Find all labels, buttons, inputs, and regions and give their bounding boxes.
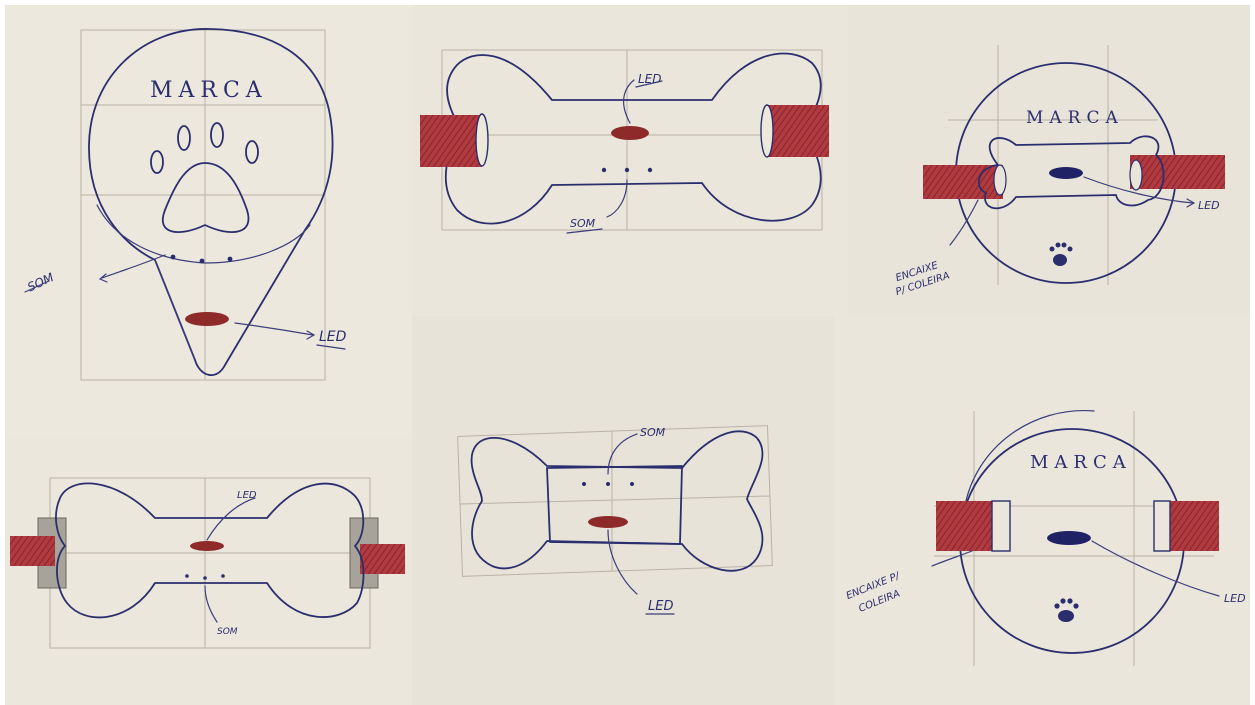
sketch-panel-teardrop: MARCA SOM LED (5, 5, 412, 438)
paw-pad (163, 163, 249, 232)
speaker-hole (228, 257, 233, 262)
speaker-hole (185, 574, 189, 578)
brand-label: MARCA (1030, 452, 1132, 473)
sketch-panel-bone-small: LED SOM (5, 438, 412, 705)
som-label: SOM (217, 627, 238, 637)
collar-slot-right (1130, 155, 1225, 189)
speaker-hole (582, 482, 586, 486)
som-label: SOM (570, 217, 596, 230)
led-indicator (1049, 167, 1083, 179)
paw-toe-4 (246, 141, 258, 163)
sketch-panel-round-bone: MARCA LED ENCAIXE P/ COLEIRA (848, 5, 1250, 316)
som-label: SOM (640, 426, 666, 439)
speaker-hole (606, 482, 610, 486)
collar-slot-left (10, 536, 55, 566)
speaker-hole (203, 576, 207, 580)
brand-label: MARCA (150, 78, 268, 103)
led-label: LED (648, 599, 673, 614)
led-label: LED (319, 329, 347, 345)
speaker-hole (648, 168, 652, 172)
led-indicator (185, 312, 229, 326)
led-indicator (588, 516, 628, 528)
led-label: LED (1198, 199, 1220, 212)
paw-toe-2 (178, 126, 190, 150)
paw-toe-3 (211, 123, 223, 147)
brand-label: MARCA (1026, 108, 1124, 128)
speaker-hole (630, 482, 634, 486)
speaker-hole (602, 168, 606, 172)
speaker-hole (221, 574, 225, 578)
speaker-hole (625, 168, 629, 172)
paw-icon (1054, 598, 1078, 622)
led-label: LED (237, 490, 257, 501)
led-indicator (611, 126, 649, 140)
collar-slot-right (767, 105, 829, 157)
collar-slot-right (1169, 501, 1219, 551)
paw-icon (1050, 243, 1073, 267)
led-label: LED (1224, 592, 1246, 605)
sketch-panel-bow: SOM LED (412, 316, 834, 705)
speaker-hole (200, 259, 205, 264)
collar-slot-right (360, 544, 405, 574)
sketch-panel-bone-large: LED SOM (412, 5, 848, 316)
paw-toe-1 (151, 151, 163, 173)
sketch-panel-round-slots: MARCA LED ENCAIXE P/ COLEIRA (834, 316, 1250, 705)
collar-slot-left (936, 501, 992, 551)
speaker-hole (171, 255, 176, 260)
collar-slot-left (923, 165, 1003, 199)
collar-slot-left (420, 115, 482, 167)
led-indicator (190, 541, 224, 551)
som-label: SOM (25, 270, 56, 295)
led-indicator (1047, 531, 1091, 545)
